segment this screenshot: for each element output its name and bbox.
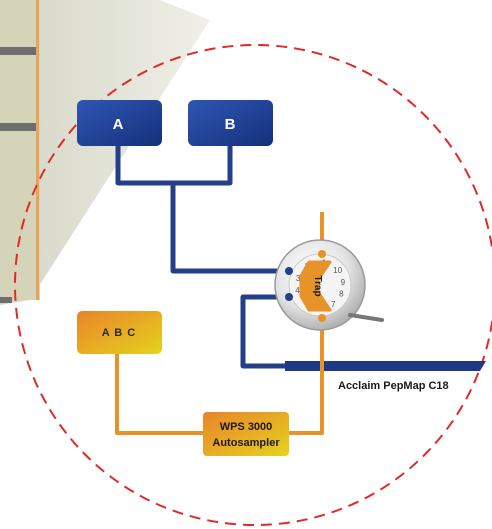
pump-tubing [115,145,289,369]
trap-loop [299,260,332,312]
pump-a-label: A [113,116,124,133]
valve-port-7: 7 [331,300,336,309]
trap-label: Trap [312,275,323,296]
instrument-background [0,0,210,305]
autosampler-line2: Autosampler [212,437,280,449]
solvent-box: A B C [77,311,162,354]
pump-b-label: B [225,116,236,133]
column [285,361,486,371]
autosampler-line1: WPS 3000 [220,421,273,433]
pump-b: B [188,100,273,146]
pump-a: A [77,100,162,146]
autosampler: WPS 3000 Autosampler [203,412,289,456]
valve-port-4: 4 [295,286,300,295]
valve-port-3: 3 [296,274,301,283]
valve-port-8: 8 [339,290,344,299]
valve-port-10: 10 [333,266,342,275]
rotor-valve: 11098765432 Trap [274,239,384,331]
valve-port-9: 9 [341,278,346,287]
column-label: Acclaim PepMap C18 [338,380,449,392]
solvent-label: A B C [102,327,137,339]
